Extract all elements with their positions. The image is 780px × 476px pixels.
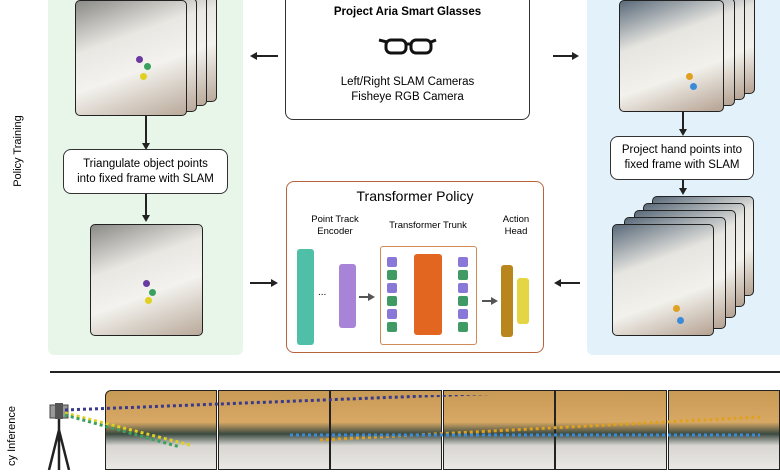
transformer-trunk-box [380,246,477,345]
token [458,270,468,280]
right-fixed-frame-photo [612,224,714,336]
policy-training-label: Policy Training [12,115,24,187]
project-hand-step: Project hand points into fixed frame with… [610,136,754,180]
projected-point-tracks [64,395,761,449]
inference-frame [217,390,330,470]
step-text: fixed frame with SLAM [624,159,740,171]
right-egocentric-photo [619,0,724,112]
triangulate-step: Triangulate object points into fixed fram… [63,149,228,194]
cameras-line1: Left/Right SLAM Cameras [340,76,475,88]
arrow-down [145,116,147,144]
section-divider [50,371,780,373]
encoder-teal-block [297,249,314,345]
transformer-policy-box [286,181,544,353]
token [387,322,397,332]
aria-glasses-box: Project Aria Smart Glasses Left/Right SL… [285,0,530,120]
arrow-down [682,112,684,130]
trunk-label: Transformer Trunk [389,220,467,231]
glasses-icon [379,38,438,55]
token [387,283,397,293]
token [458,296,468,306]
token [387,257,397,267]
cameras-line2: Fisheye RGB Camera [351,91,464,103]
step-text: Project hand points into [621,144,743,156]
arrow-down [145,194,147,216]
arrow-right [482,300,492,302]
arrow-left [560,282,580,284]
token [458,322,468,332]
head-label-line: Head [504,226,528,237]
encoder-label-line: Point Track [311,214,359,225]
inference-frame [667,390,780,470]
left-egocentric-photo [75,0,187,116]
step-text: into fixed frame with SLAM [77,172,214,185]
encoder-ellipsis: ... [318,287,327,298]
head-label-line: Action [502,214,530,225]
token [387,296,397,306]
arrow-right [250,282,272,284]
glasses-title: Project Aria Smart Glasses [333,6,482,18]
arrow-right [553,55,573,57]
action-head-brown-block [501,265,513,337]
policy-title: Transformer Policy [356,188,474,204]
token [458,283,468,293]
encoder-purple-block [339,264,356,328]
arrow-down [682,180,684,189]
policy-inference-label: cy Inference [6,406,18,466]
left-fixed-frame-photo [90,224,203,336]
action-head-yellow-block [517,278,529,324]
encoder-label-line: Encoder [317,226,353,237]
token [458,257,468,267]
step-text: Triangulate object points [83,157,208,170]
token [387,270,397,280]
token [458,309,468,319]
tripod-camera-icon [47,403,71,470]
arrow-right [359,296,369,298]
arrow-left [256,55,278,57]
trunk-orange-block [414,254,442,335]
token [387,309,397,319]
